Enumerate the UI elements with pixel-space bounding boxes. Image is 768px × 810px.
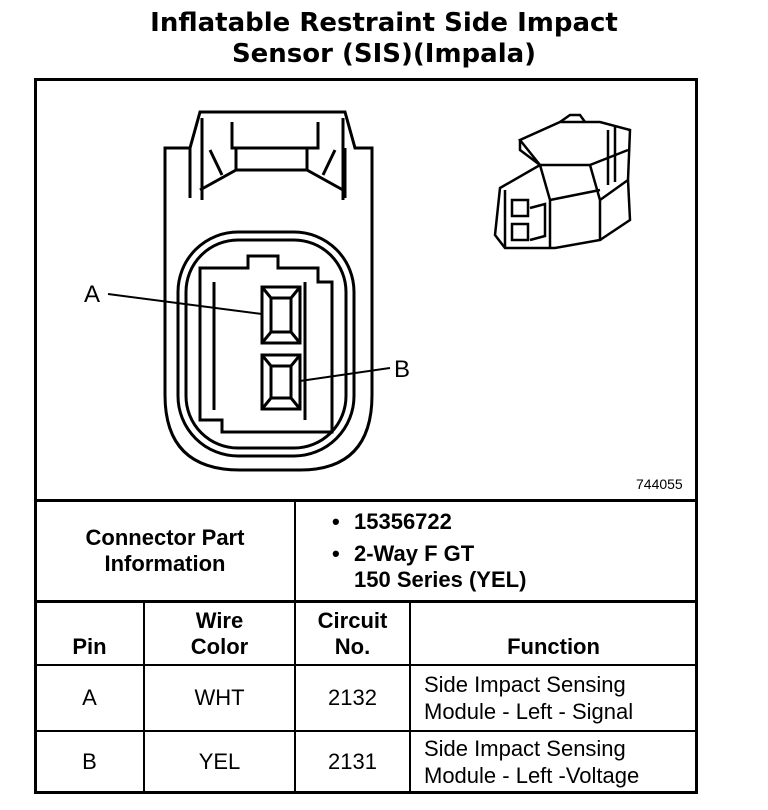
divider-row-a-bottom <box>34 730 698 732</box>
row-a-function-line-2: Module - Left - Signal <box>424 699 634 724</box>
header-wire-color: Wire Color <box>145 603 294 664</box>
row-b-wire-color: YEL <box>198 749 241 774</box>
row-a-pin: A <box>82 685 97 710</box>
title-line-2: Sensor (SIS)(Impala) <box>231 39 537 69</box>
connector-type-line-2: 150 Series (YEL) <box>354 567 527 592</box>
header-pin-text: Pin <box>72 634 107 659</box>
row-a-wire-color: WHT <box>194 685 245 710</box>
connector-part-list: 15356722 2-Way F GT 150 Series (YEL) <box>328 509 526 593</box>
diagram-frame <box>34 78 698 794</box>
connector-info-details: 15356722 2-Way F GT 150 Series (YEL) <box>328 502 688 600</box>
pin-a-leader <box>107 293 263 315</box>
divider-connector-info-bottom <box>34 600 698 603</box>
connector-isometric-view <box>493 113 632 250</box>
part-number-item: 15356722 <box>328 509 526 535</box>
figure-reference-number: 744055 <box>636 476 683 492</box>
row-b-function-line-2: Module - Left -Voltage <box>424 763 640 788</box>
row-b-function: Side Impact Sensing Module - Left -Volta… <box>424 732 694 792</box>
header-pin: Pin <box>36 603 143 664</box>
divider-col-wire <box>294 601 296 794</box>
header-wire-color-line-2: Color <box>190 633 249 659</box>
connector-info-label-line-1: Connector Part <box>85 525 245 550</box>
pin-b-leader <box>299 367 391 382</box>
header-circuit-no: Circuit No. <box>296 603 409 664</box>
header-function-text: Function <box>507 634 600 659</box>
header-circuit-line-1: Circuit <box>317 607 388 633</box>
row-a-function: Side Impact Sensing Module - Left - Sign… <box>424 666 694 730</box>
divider-col-pin <box>143 601 145 794</box>
title-line-1: Inflatable Restraint Side Impact <box>150 8 618 38</box>
row-b-pin: B <box>82 749 97 774</box>
connector-type-line-1: 2-Way F GT <box>354 541 475 566</box>
page-title: Inflatable Restraint Side Impact Sensor … <box>0 8 768 70</box>
divider-header-bottom <box>34 664 698 666</box>
header-wire-color-line-1: Wire <box>195 607 244 633</box>
divider-col-circuit <box>409 601 411 794</box>
pin-a-label: A <box>84 281 100 308</box>
divider-connector-info-column <box>294 501 296 601</box>
row-a-circuit: 2132 <box>328 685 377 710</box>
connector-info-label: Connector Part Information <box>36 502 294 600</box>
row-b-function-line-1: Side Impact Sensing <box>424 736 626 761</box>
connector-type-item: 2-Way F GT 150 Series (YEL) <box>328 541 526 593</box>
row-b-circuit: 2131 <box>328 749 377 774</box>
divider-figure-bottom <box>34 499 698 502</box>
header-function: Function <box>411 603 696 664</box>
header-circuit-line-2: No. <box>334 633 371 659</box>
connector-info-label-line-2: Information <box>104 551 226 576</box>
row-a-function-line-1: Side Impact Sensing <box>424 672 626 697</box>
pin-b-label: B <box>394 356 410 383</box>
connector-face-view <box>163 110 374 472</box>
part-number: 15356722 <box>354 509 452 534</box>
